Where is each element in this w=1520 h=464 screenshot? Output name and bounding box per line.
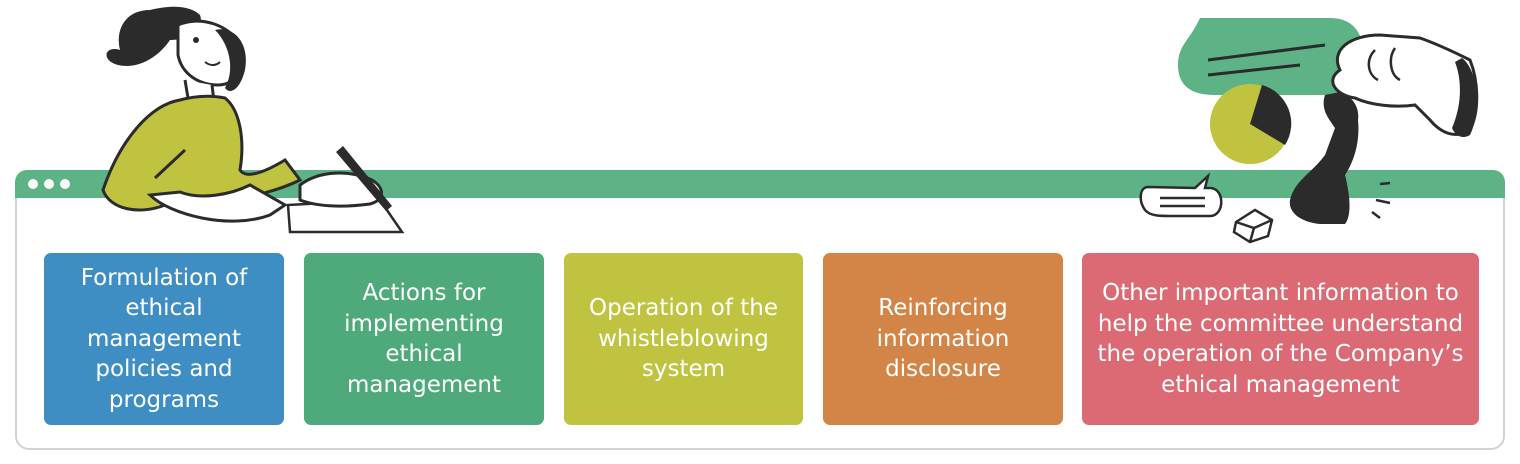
window-dot-icon	[28, 179, 38, 189]
category-box-whistleblowing: Operation of the whistleblowing system	[564, 253, 803, 425]
category-label: Formulation of ethical management polici…	[80, 264, 248, 413]
category-label: Actions for implementing ethical managem…	[344, 280, 504, 398]
category-label: Other important information to help the …	[1097, 280, 1464, 398]
category-box-disclosure: Reinforcing information disclosure	[823, 253, 1063, 425]
speech-bubble-icon	[1178, 18, 1365, 95]
chess-hand-illustration	[1139, 18, 1479, 244]
window-dot-icon	[60, 179, 70, 189]
category-box-policies: Formulation of ethical management polici…	[44, 253, 284, 425]
category-label: Reinforcing information disclosure	[876, 295, 1010, 383]
window-dot-icon	[44, 179, 54, 189]
woman-writing-illustration	[101, 6, 405, 234]
category-box-other-information: Other important information to help the …	[1082, 253, 1479, 425]
cube-icon	[1232, 208, 1274, 244]
category-box-implementation: Actions for implementing ethical managem…	[304, 253, 544, 425]
category-label: Operation of the whistleblowing system	[589, 295, 778, 383]
